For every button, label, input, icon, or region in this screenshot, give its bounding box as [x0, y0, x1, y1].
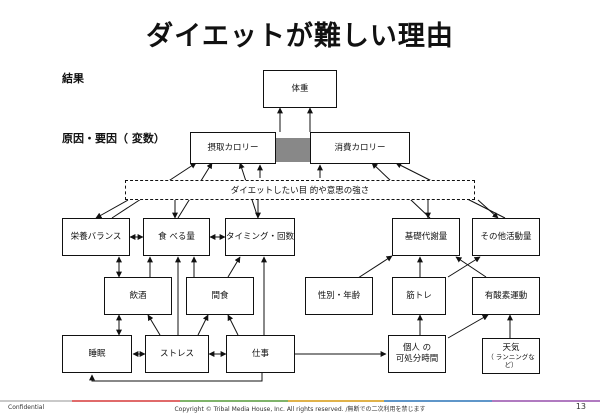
box-timing: タイミング・回数 [225, 218, 295, 256]
box-basal-metabolism: 基礎代謝量 [392, 218, 460, 256]
arrow-motivation-other [477, 199, 499, 219]
box-sex-age: 性別・年齢 [305, 277, 373, 315]
arrow-muscle-other [447, 256, 481, 278]
arrow-freetime-aerobic [447, 314, 489, 339]
box-intake-calories: 摂取カロリー [190, 132, 276, 164]
box-free-time: 個人 の 可処分時間 [388, 335, 446, 373]
calorie-balance-bar [276, 138, 310, 162]
weather-line2: （ ランニングなど） [487, 353, 535, 370]
box-muscle-training: 筋トレ [392, 277, 446, 315]
arrow-snack-timing [227, 256, 241, 278]
box-other-activity: その他活動量 [472, 218, 540, 256]
cause-label: 原因・要因（ 変数） [62, 132, 165, 145]
box-food-amount: 食 べる量 [143, 218, 210, 256]
box-sleep: 睡眠 [62, 335, 132, 373]
page-number: 13 [575, 402, 586, 411]
page-title: ダイエットが難しい理由 [146, 21, 454, 52]
arrow-stress-snack [197, 314, 209, 336]
footer-copyright: Copyright © Tribal Media House, Inc. All… [174, 406, 426, 413]
free-time-line1: 個人 の [402, 343, 432, 354]
box-aerobic-exercise: 有酸素運動 [472, 277, 540, 315]
box-stress: ストレス [145, 335, 209, 373]
arrow-aerobic-basal [455, 256, 487, 278]
result-label: 結果 [62, 72, 84, 85]
box-work: 仕事 [226, 335, 295, 373]
weather-line1: 天気 [502, 342, 520, 353]
arrow-sexage-basal [357, 255, 393, 279]
box-snacking: 間食 [186, 277, 254, 315]
box-weather: 天気 （ ランニングなど） [482, 338, 540, 374]
arrow-work-snack [227, 314, 239, 336]
arrow-stress-drinking [147, 314, 161, 336]
box-expend-calories: 消費カロリー [310, 132, 410, 164]
arrow-motivation-nutrition [95, 199, 129, 219]
box-weight: 体重 [263, 70, 337, 108]
arrow-work-sleep-loop [89, 373, 263, 382]
footer-confidential: Confidential [8, 404, 45, 411]
free-time-line2: 可処分時間 [395, 354, 439, 364]
box-motivation: ダイエットしたい目 的や意思の強さ [125, 180, 475, 200]
box-drinking: 飲酒 [104, 277, 172, 315]
box-nutrition: 栄養バランス [62, 218, 130, 256]
footer-color-bar [0, 400, 600, 402]
